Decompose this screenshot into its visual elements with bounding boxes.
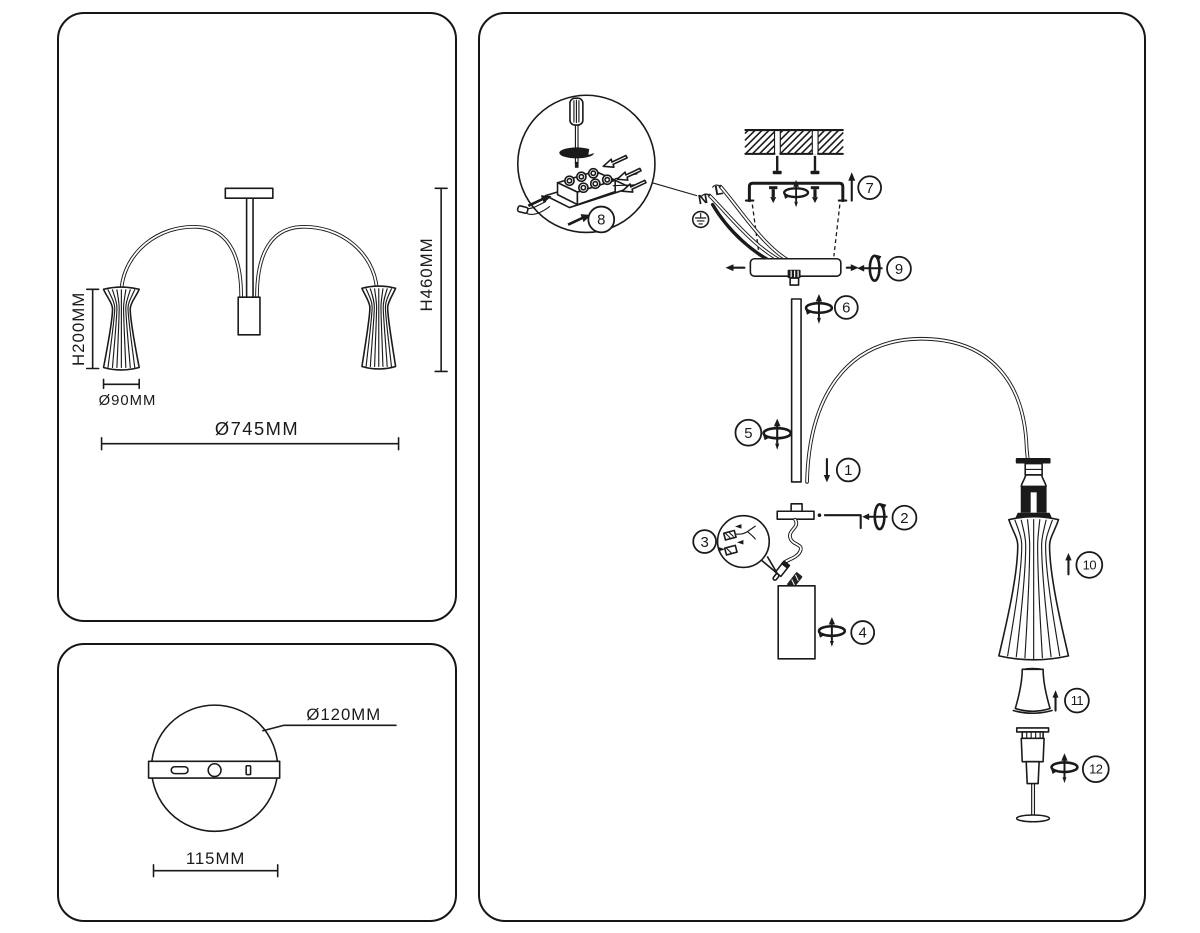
step-5-badge: 5: [734, 418, 763, 447]
mounting-bracket: [744, 178, 848, 209]
step-1-arrow: [823, 458, 831, 483]
insert-arrow: [567, 214, 592, 226]
rotate-icon: [817, 615, 847, 649]
ceiling-drill-hole: [774, 128, 781, 155]
allen-key-icon: [823, 514, 862, 530]
step-11-arrow: [1052, 690, 1059, 712]
dim-shade-diameter: Ø90MM: [99, 378, 157, 409]
connector-wire: [772, 517, 803, 592]
wire-direction-arrows: [602, 154, 647, 193]
lamp-stem: [245, 195, 254, 300]
plate-diameter-label: Ø120MM: [306, 705, 381, 724]
mount-slot-oval: [170, 765, 189, 775]
svg-text:8: 8: [597, 213, 605, 229]
incoming-wires: [516, 201, 551, 216]
canopy-plate: [725, 257, 859, 286]
step-1-badge: 1: [835, 457, 861, 483]
ceiling-drill-hole: [812, 128, 819, 155]
shade-height-label: H200MM: [69, 292, 88, 366]
led-bulb: [1015, 727, 1051, 823]
mounting-screws: [772, 155, 820, 175]
lamp-hub-cylinder: [237, 296, 261, 336]
lamp-canopy: [224, 187, 274, 199]
step-9-badge: 9: [886, 255, 912, 282]
insert-arrow: [527, 195, 552, 207]
svg-text:10: 10: [1083, 557, 1097, 572]
lamp-socket: [1015, 458, 1053, 519]
down-rod: [790, 298, 802, 483]
svg-text:11: 11: [1071, 693, 1084, 708]
panel-assembly-steps: 7: [478, 12, 1146, 922]
dim-total-diameter: Ø745MM: [100, 418, 400, 451]
hub-cylinder: [777, 584, 816, 660]
rotate-icon: [1049, 751, 1079, 785]
dim-plate-diameter: Ø120MM: [262, 705, 397, 732]
rotate-icon: [804, 292, 834, 326]
live-wire-label: L: [713, 182, 724, 198]
connector-detail-bubble: [716, 514, 779, 575]
alignment-dashes: [751, 204, 841, 257]
mount-plate-drawing: Ø120MM 115MM: [147, 704, 397, 878]
step-10-badge: 10: [1075, 551, 1104, 579]
lamp-shade-right: [361, 285, 397, 370]
neutral-wire-label: N: [697, 191, 709, 207]
total-height-label: H460MM: [417, 237, 436, 311]
svg-text:12: 12: [1089, 762, 1103, 777]
svg-text:9: 9: [895, 262, 903, 278]
step-11-badge: 11: [1064, 687, 1090, 714]
step-7-badge: 7: [857, 175, 882, 201]
step-3-badge: 3: [692, 529, 717, 554]
screwdriver-icon: [559, 97, 597, 168]
assembly-exploded-drawing: 7: [516, 94, 1110, 823]
ceiling-hatch: [744, 128, 844, 155]
step-4-badge: 4: [850, 620, 876, 645]
glass-diffuser: [1012, 667, 1053, 715]
step-10-arrow: [1065, 552, 1072, 576]
dim-shade-height: H200MM: [69, 288, 100, 370]
rotate-icon: [855, 253, 884, 282]
svg-text:7: 7: [866, 181, 874, 197]
step-2-badge: 2: [891, 504, 918, 531]
lamp-shade-left: [102, 286, 140, 371]
pleated-shade: [998, 515, 1070, 661]
dim-total-height: H460MM: [417, 187, 448, 373]
step-12-badge: 12: [1081, 755, 1110, 783]
svg-text:4: 4: [859, 626, 867, 642]
panel-lamp-dimensions: H200MM Ø90MM H460MM Ø745MM: [57, 12, 457, 622]
terminal-block: [544, 167, 640, 209]
earth-ground-icon: [691, 210, 710, 229]
svg-text:5: 5: [744, 426, 752, 442]
mount-slot-small: [245, 764, 252, 776]
step-7-arrow: [848, 172, 856, 202]
svg-text:2: 2: [900, 511, 908, 527]
shade-diameter-label: Ø90MM: [99, 393, 157, 409]
total-diameter-label: Ø745MM: [215, 418, 299, 439]
svg-text:6: 6: [842, 301, 850, 317]
arm-holder: [776, 502, 822, 520]
hole-spacing-label: 115MM: [186, 849, 246, 868]
lamp-arms: [119, 225, 379, 299]
step-6-badge: 6: [833, 295, 859, 320]
lamp-front-view-drawing: H200MM Ø90MM H460MM Ø745MM: [69, 187, 448, 451]
rotate-icon: [761, 417, 793, 452]
svg-text:1: 1: [844, 463, 852, 479]
dim-hole-spacing: 115MM: [152, 849, 279, 878]
mount-hole-center: [207, 762, 222, 778]
curved-arm: [805, 336, 1030, 484]
svg-text:3: 3: [700, 535, 708, 551]
panel-mount-plate: Ø120MM 115MM: [57, 643, 457, 922]
rotate-icon: [860, 501, 889, 531]
wiring-detail-bubble: [516, 94, 698, 234]
step-8-badge: 8: [587, 205, 616, 234]
